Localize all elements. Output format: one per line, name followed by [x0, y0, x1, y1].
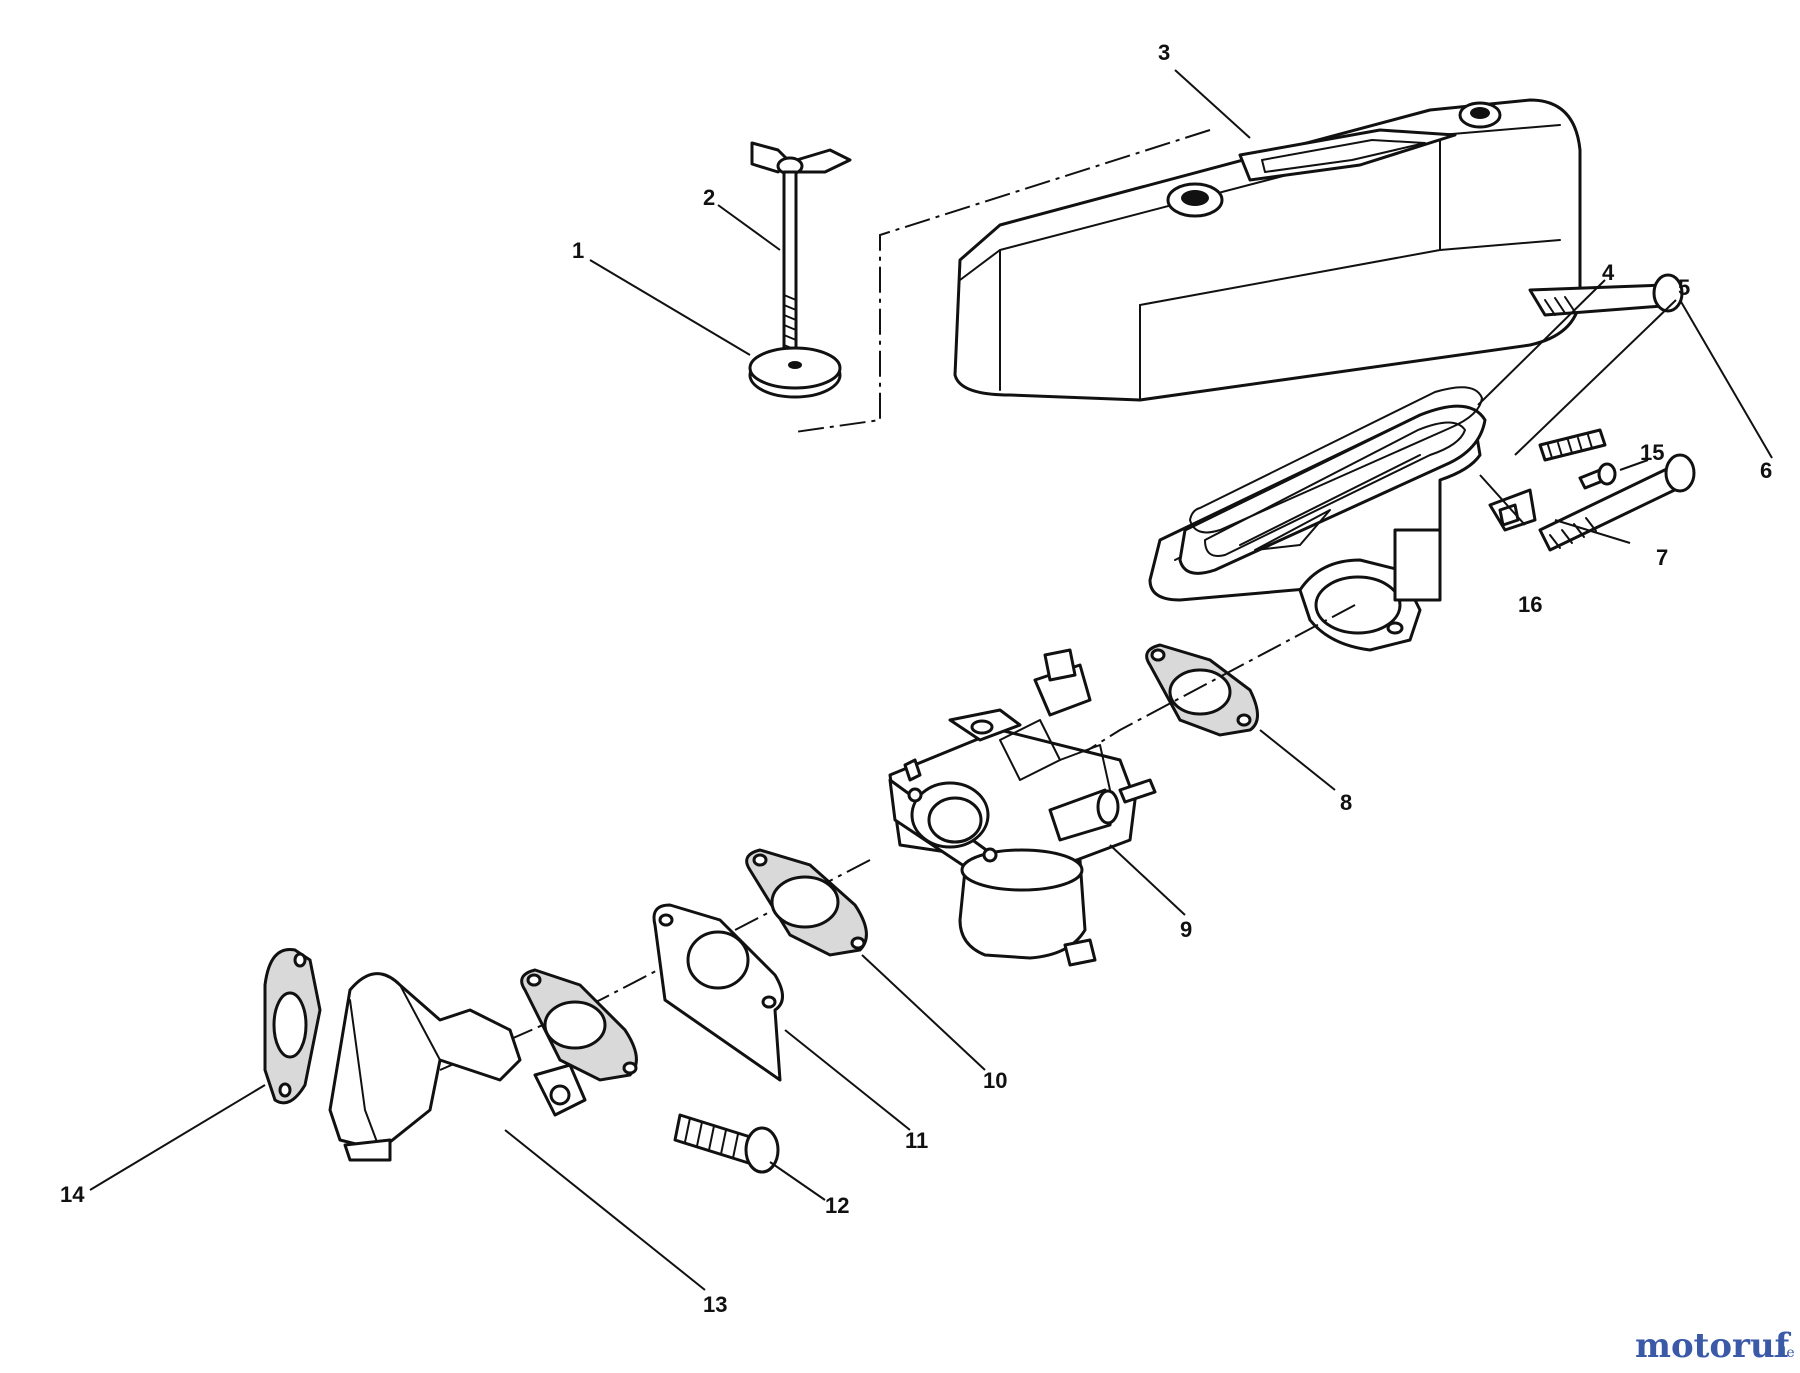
callout-3: 3	[1158, 40, 1170, 65]
gasket-14	[263, 947, 322, 1105]
spacer-plate	[652, 903, 784, 1082]
callout-6: 6	[1760, 458, 1772, 483]
callout-13: 13	[703, 1292, 727, 1317]
callout-11: 11	[905, 1128, 928, 1153]
watermark-suffix: .de	[1773, 1345, 1795, 1361]
alignment-line	[794, 129, 1211, 433]
callout-8: 8	[1340, 790, 1352, 815]
callout-15: 15	[1640, 440, 1664, 465]
callout-2: 2	[703, 185, 715, 210]
gasket-10	[745, 848, 868, 957]
carburetor	[888, 648, 1157, 967]
filter-element	[1178, 404, 1487, 575]
callout-16: 16	[1518, 592, 1542, 617]
intake-elbow	[328, 972, 587, 1162]
leader-lines	[89, 69, 1773, 1291]
callout-1: 1	[572, 238, 584, 263]
callout-7: 7	[1656, 545, 1668, 570]
screw-15	[1578, 462, 1617, 490]
washer	[748, 346, 842, 399]
callout-9: 9	[1180, 917, 1192, 942]
watermark: motoruf .de	[1635, 1326, 1795, 1366]
gasket-8	[1145, 643, 1259, 737]
callout-14: 14	[60, 1182, 85, 1207]
stud	[1538, 428, 1607, 462]
callout-labels: 1 2 3 4 5 6 7 8 9 10 11 12 13 14 15 16	[60, 40, 1772, 1317]
wing-bolt	[750, 141, 852, 354]
callout-5: 5	[1678, 275, 1690, 300]
callout-4: 4	[1602, 260, 1615, 285]
bolt-12	[673, 1113, 780, 1174]
callout-10: 10	[983, 1068, 1007, 1093]
seal-ring	[1189, 386, 1483, 534]
long-bolt-7	[1538, 453, 1696, 552]
gasket-intake	[520, 968, 638, 1082]
air-cleaner-cover	[953, 98, 1582, 402]
watermark-brand: motoruf	[1635, 1326, 1792, 1366]
callout-12: 12	[825, 1193, 849, 1218]
